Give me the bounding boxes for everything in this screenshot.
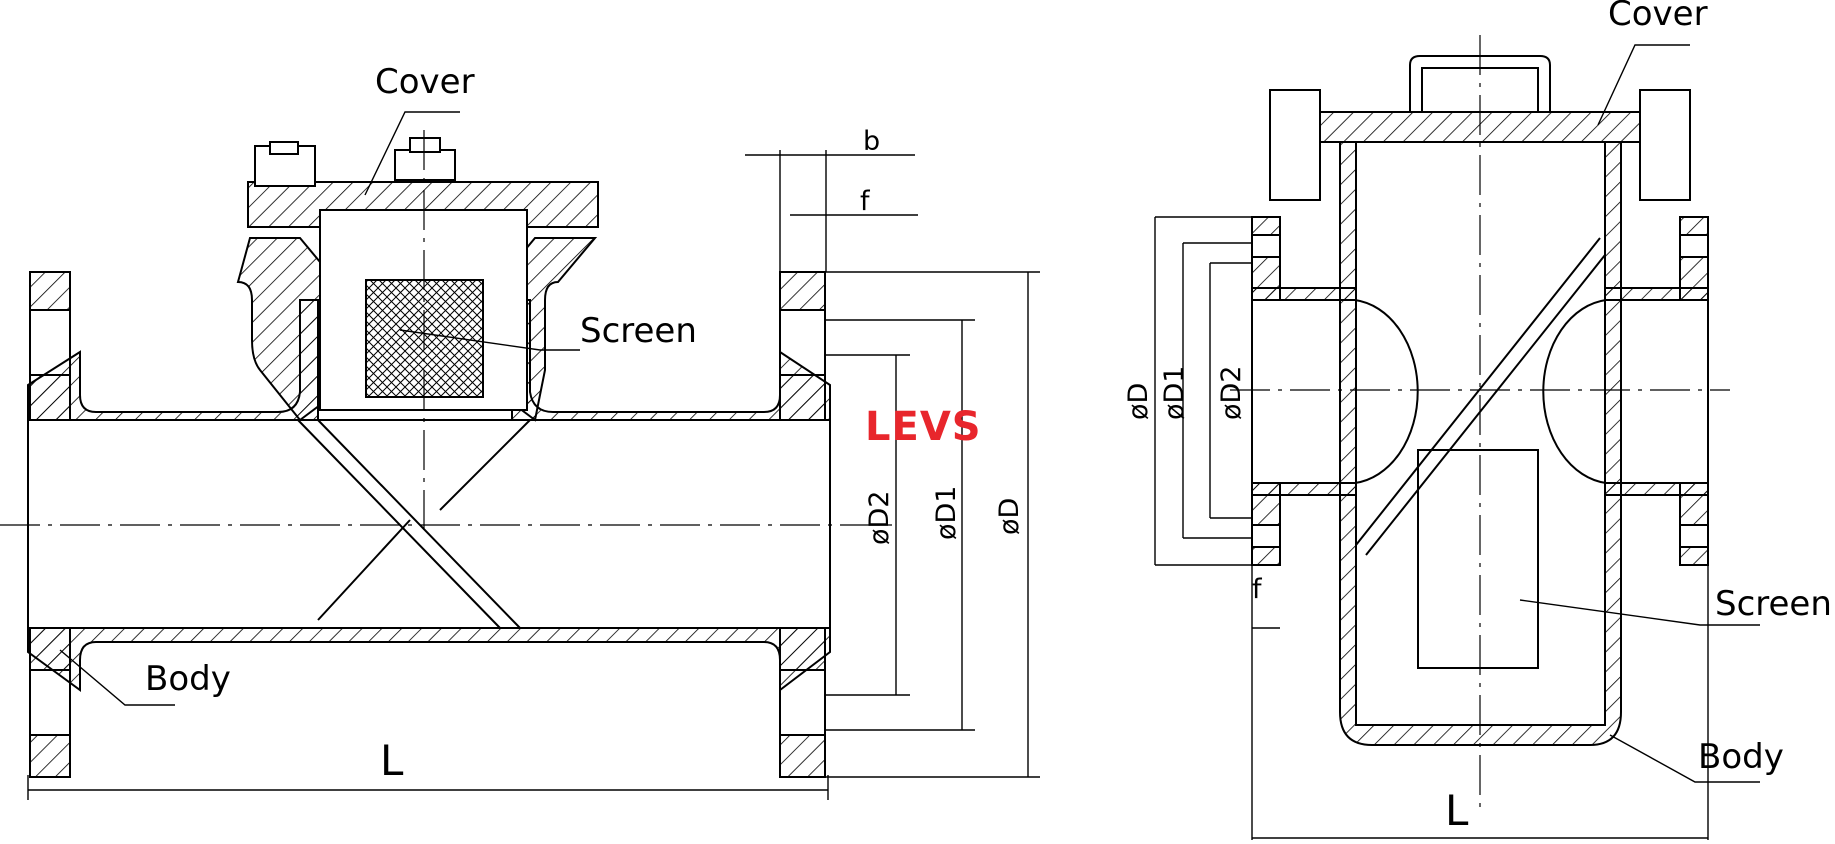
- left-view: [0, 111, 1040, 800]
- left-cover-label: Cover: [375, 62, 475, 102]
- levs-logo: LEVS: [865, 404, 982, 450]
- basket-screen: [1417, 449, 1539, 669]
- right-bolt-left: [1269, 89, 1321, 201]
- left-dim-d2: øD2: [864, 491, 895, 546]
- body-bottom-wall: [27, 627, 831, 693]
- right-dim-f: f: [1252, 574, 1263, 605]
- diagonal-seat: [297, 419, 521, 629]
- right-bolt-right: [1639, 89, 1691, 201]
- right-dim-d2: øD2: [1216, 366, 1247, 421]
- left-body-label: Body: [145, 659, 231, 699]
- right-dim-d1: øD1: [1159, 366, 1190, 421]
- left-dim-f: f: [860, 186, 871, 217]
- left-screen-label: Screen: [580, 311, 697, 351]
- left-dim-d1: øD1: [931, 486, 962, 541]
- pipe-bore: [27, 419, 831, 629]
- right-cover-label: Cover: [1608, 0, 1708, 34]
- right-screen-label: Screen: [1715, 584, 1832, 624]
- right-view: [1154, 35, 1760, 840]
- right-dim-d: øD: [1123, 383, 1154, 420]
- right-dim-length: L: [1445, 786, 1469, 835]
- left-dim-length: L: [380, 736, 404, 785]
- cover-bolt-center: [394, 149, 456, 181]
- left-dim-d: øD: [994, 498, 1025, 535]
- bonnet-neck: [236, 237, 321, 422]
- right-body-label: Body: [1698, 737, 1784, 777]
- left-dim-b: b: [863, 126, 880, 157]
